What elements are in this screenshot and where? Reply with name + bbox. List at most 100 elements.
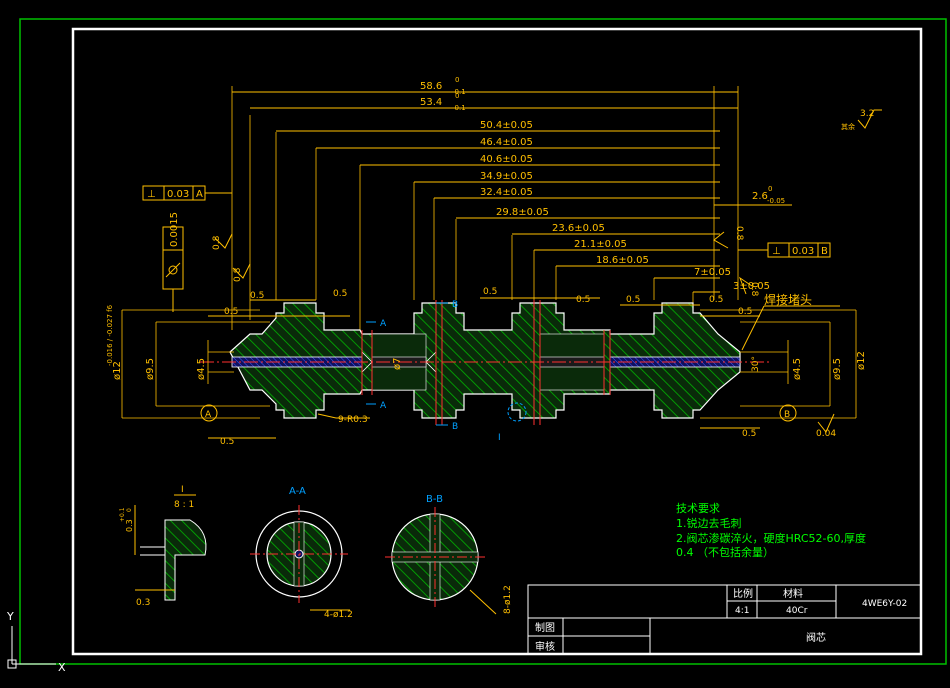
roughness-top-value: 3.2 <box>860 109 874 119</box>
fillet-leader <box>317 413 337 419</box>
cross-hole-centerlines <box>200 300 770 425</box>
tolerance-frame-left: ⊥ 0.03 A <box>142 185 232 201</box>
section-marker-a-top: A <box>380 319 387 329</box>
perpendicularity-symbol: ⊥ <box>772 246 781 257</box>
tech-req-item: 0.4 （不包括余量） <box>676 545 774 559</box>
gap-label: 0.5 <box>742 429 756 439</box>
section-a-a: A-A 4-ø1.2 <box>250 486 353 620</box>
dim-2-6-tol-upper: 0 <box>768 185 772 193</box>
gap-label: 0.5 <box>250 291 264 301</box>
outer-frame <box>19 18 947 665</box>
material-label: 材料 <box>783 587 803 600</box>
detail-dim-tol-lower: 0 <box>126 508 133 512</box>
callout-leader <box>741 305 765 351</box>
section-b-b-title: B-B <box>426 494 443 505</box>
dia-9-5-left: ø9.5 <box>145 358 156 380</box>
gap-label: 0.5 <box>483 287 497 297</box>
dia-4-5-right: ø4.5 <box>792 358 803 380</box>
dimension-label: 34.9±0.05 <box>480 171 533 182</box>
dim-2-6-value: 2.6 <box>752 191 768 202</box>
roughness-value: 0.8 <box>233 267 243 282</box>
detail-label: I <box>181 485 184 495</box>
dimension-2-6: 2.6 0 -0.05 <box>714 185 792 206</box>
drawn-by-label: 制图 <box>535 621 555 634</box>
dia-right-outer: ø12 <box>856 351 867 370</box>
dia-left-outer-tol: -0.016 / -0.027 f6 <box>106 304 114 366</box>
tech-req-item: 2.阀芯渗碳淬火，硬度HRC52-60,厚度 <box>676 531 866 545</box>
title-block <box>527 584 922 655</box>
runout-value: 0.04 <box>816 429 836 439</box>
dimension-label: 50.4±0.05 <box>480 120 533 131</box>
dimension-label: 58.6 <box>420 81 442 92</box>
detail-dim-tol-upper: +0.1 <box>119 507 126 522</box>
roughness-value: 0.8 <box>749 282 759 297</box>
sheet-border <box>71 27 923 656</box>
datum-a: A <box>200 404 218 422</box>
cylindricity-frame: 0.0015 <box>162 212 184 312</box>
tech-requirements: 技术要求 1.锐边去毛刺 2.阀芯渗碳淬火，硬度HRC52-60,厚度 0.4 … <box>676 502 866 559</box>
dimension-label: 3±0.05 <box>733 281 770 292</box>
gap-label: 0.5 <box>738 307 752 317</box>
roughness-top-label: 其余 <box>841 122 855 131</box>
dimension-label: 29.8±0.05 <box>496 207 549 218</box>
tolerance-upper: 0 <box>455 76 459 84</box>
scale-value: 4:1 <box>735 606 749 616</box>
small-gap-labels <box>208 297 760 439</box>
dimension-label: 32.4±0.05 <box>480 187 533 198</box>
dim-2-6-tol-lower: -0.05 <box>767 197 785 205</box>
drawing-number: 4WE6Y-02 <box>862 599 907 609</box>
tolerance-frame-right: ⊥ 0.03 B <box>738 242 831 258</box>
dimension-label: 23.6±0.05 <box>552 223 605 234</box>
section-a-a-note: 4-ø1.2 <box>324 610 353 620</box>
detail-dim-horizontal: 0.3 <box>136 598 150 608</box>
datum-b: B <box>779 404 797 422</box>
roughness-value: 0.8 <box>212 235 222 250</box>
ucs-icon <box>7 626 56 669</box>
detail-marker: I <box>498 433 501 443</box>
fillet-note: 9-R0.3 <box>338 415 368 425</box>
spool-main-view <box>200 300 770 425</box>
detail-dim-vertical: 0.3 <box>125 519 134 532</box>
tolerance-upper: 0 <box>455 92 459 100</box>
gap-label: 0.5 <box>576 295 590 305</box>
svg-text:A: A <box>205 410 212 420</box>
weld-plug-callout: 焊接堵头 <box>764 292 812 307</box>
dia-4-5-left: ø4.5 <box>196 358 207 380</box>
gap-label: 0.5 <box>626 295 640 305</box>
datum-ref: A <box>196 189 203 200</box>
dimension-label: 18.6±0.05 <box>596 255 649 266</box>
ucs-x-label: X <box>58 661 66 674</box>
tech-req-title: 技术要求 <box>676 502 720 515</box>
angle-30: 30° <box>751 356 761 372</box>
dimension-label: 7±0.05 <box>694 267 731 278</box>
dimension-label: 40.6±0.05 <box>480 154 533 165</box>
section-marker-b-top: B <box>452 300 458 310</box>
gap-label: 0.5 <box>709 295 723 305</box>
datum-ref: B <box>821 246 828 257</box>
section-a-a-title: A-A <box>289 486 306 497</box>
ucs-y-label: Y <box>6 610 14 623</box>
section-marker-a-bottom: A <box>380 401 387 411</box>
dia-left-outer: ø12 <box>112 361 123 380</box>
part-name: 阀芯 <box>806 631 826 644</box>
scale-label: 比例 <box>733 587 753 600</box>
perpendicularity-symbol: ⊥ <box>147 189 156 200</box>
dia-center: ø7 <box>392 358 403 370</box>
section-markers <box>366 302 527 426</box>
length-dimension-labels: 58.60-0.153.40-0.150.4±0.0546.4±0.0540.6… <box>420 76 770 292</box>
gap-label: 0.5 <box>333 289 347 299</box>
cavity-b-bore <box>539 356 605 368</box>
dimension-label: 21.1±0.05 <box>574 239 627 250</box>
dia-9-5-right: ø9.5 <box>832 358 843 380</box>
section-marker-b-bottom: B <box>452 422 458 432</box>
tolerance-lower: -0.1 <box>452 88 466 96</box>
extension-lines <box>231 86 739 330</box>
cylindricity-value: 0.0015 <box>169 212 180 247</box>
dimension-label: 53.4 <box>420 97 442 108</box>
material-value: 40Cr <box>786 606 808 616</box>
tolerance-value: 0.03 <box>167 189 189 200</box>
length-dimensions <box>232 91 738 293</box>
checked-by-label: 审核 <box>535 640 555 653</box>
roughness-value: 0.8 <box>734 226 744 241</box>
